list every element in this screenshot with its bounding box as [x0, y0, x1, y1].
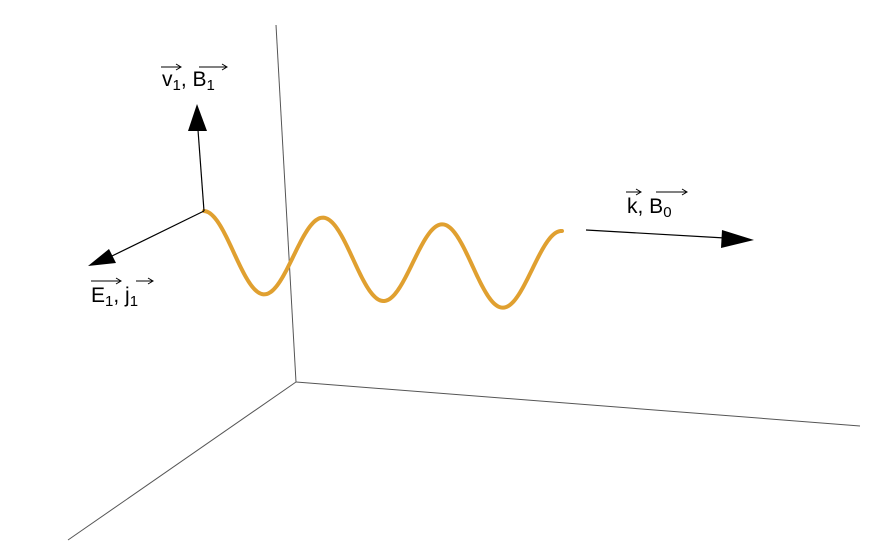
vector-arrows [88, 104, 754, 266]
axes [67, 24, 861, 541]
label-k-b0: k, B0 [626, 188, 688, 221]
label-e1-j1: E1, j1 [91, 277, 154, 310]
arrow-k-b0 [585, 229, 726, 239]
axis-front [67, 381, 297, 541]
axis-vertical [275, 24, 297, 383]
arrowhead-v1-b1 [188, 104, 207, 131]
arrow-v1-b1 [197, 129, 205, 212]
wave-curve [202, 209, 564, 310]
arrowhead-e1-j1 [88, 249, 116, 266]
arrowhead-k-b0 [721, 230, 754, 248]
arrow-e1-j1 [111, 210, 205, 257]
svg-text:v1, B1: v1, B1 [162, 68, 215, 94]
axis-right [295, 381, 861, 427]
svg-text:E1, j1: E1, j1 [91, 284, 138, 310]
svg-text:k, B0: k, B0 [627, 195, 672, 221]
label-v1-b1: v1, B1 [161, 63, 228, 94]
